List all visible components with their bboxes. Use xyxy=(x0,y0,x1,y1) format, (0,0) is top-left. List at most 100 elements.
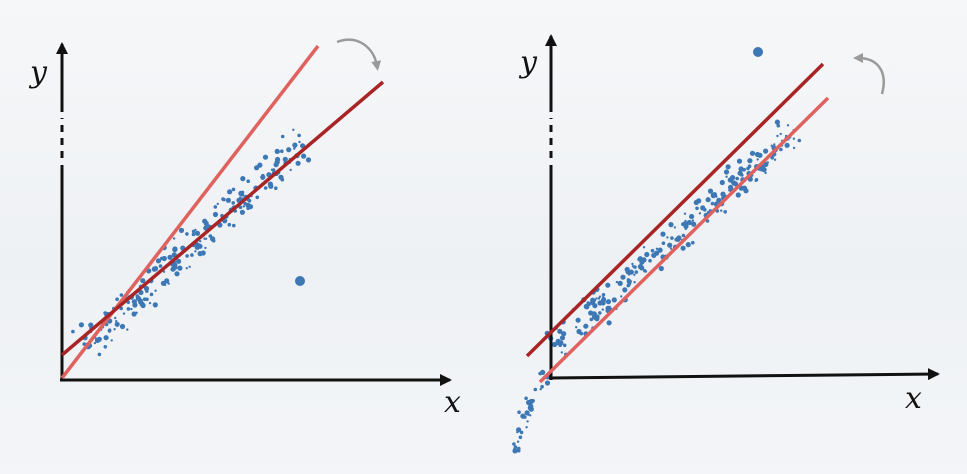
right-scatter-point xyxy=(576,328,582,335)
right-scatter-point xyxy=(786,124,790,127)
right-scatter-point xyxy=(622,287,628,293)
right-scatter-point xyxy=(764,150,767,154)
right-fit-line-with-outlier xyxy=(525,62,825,358)
left-scatter-point xyxy=(115,320,118,323)
right-scatter-point xyxy=(650,248,655,253)
right-scatter-point xyxy=(770,156,774,160)
left-scatter-point xyxy=(174,271,180,277)
right-scatter-point xyxy=(598,311,602,315)
left-scatter-point xyxy=(160,256,164,261)
left-scatter-point xyxy=(240,193,245,197)
left-scatter-point xyxy=(113,328,116,331)
right-scatter-point xyxy=(655,247,659,250)
left-scatter-point xyxy=(283,157,287,162)
left-scatter-point xyxy=(202,218,208,224)
left-scatter-point xyxy=(238,205,243,210)
left-scatter-point xyxy=(212,211,219,218)
left-scatter-point xyxy=(167,282,170,285)
right-scatter-point xyxy=(651,252,657,258)
right-scatter-point xyxy=(681,233,686,238)
left-scatter-point xyxy=(148,301,152,305)
left-scatter-point xyxy=(115,297,119,302)
left-scatter-point xyxy=(103,345,108,349)
left-scatter-point xyxy=(280,149,284,153)
right-scatter-point xyxy=(560,351,563,354)
right-scatter-point xyxy=(626,279,632,285)
right-scatter-point xyxy=(723,169,730,175)
left-scatter-point xyxy=(286,147,292,153)
left-scatter-point xyxy=(278,174,284,180)
right-scatter-point xyxy=(673,226,677,229)
left-scatter-point xyxy=(257,162,263,168)
left-scatter-point xyxy=(103,311,107,315)
right-scatter-point xyxy=(620,274,626,280)
right-scatter-point xyxy=(575,326,578,329)
left-scatter-point xyxy=(271,168,276,172)
right-scatter-point xyxy=(644,270,648,273)
right-scatter-point xyxy=(740,173,744,177)
left-scatter-point xyxy=(292,128,295,131)
left-scatter-point xyxy=(167,254,173,260)
right-scatter-point xyxy=(792,137,796,140)
left-scatter-point xyxy=(199,240,202,243)
left-scatter-point xyxy=(163,283,167,286)
right-scatter-point xyxy=(773,143,776,146)
left-fit-line-without-outlier xyxy=(60,44,320,380)
left-scatter-point xyxy=(97,352,102,357)
left-scatter-point xyxy=(267,173,271,177)
left-scatter-point xyxy=(289,168,292,172)
left-scatter-point xyxy=(114,321,120,327)
left-scatter-point xyxy=(240,176,246,182)
right-scatter-point xyxy=(637,256,643,262)
right-scatter-point xyxy=(725,175,728,178)
left-scatter-point xyxy=(268,183,274,189)
right-scatter-point xyxy=(627,273,631,276)
left-scatter-point xyxy=(260,176,265,180)
left-scatter-point xyxy=(114,316,117,320)
right-scatter-point xyxy=(686,219,693,226)
left-fit-line-with-outlier xyxy=(60,80,385,357)
left-scatter-point xyxy=(204,246,207,250)
left-scatter-point xyxy=(194,244,200,250)
right-scatter-point xyxy=(518,435,523,440)
right-scatter-point xyxy=(698,212,702,215)
left-scatter-point xyxy=(280,134,285,139)
left-scatter-point xyxy=(139,301,145,307)
left-scatter-point xyxy=(292,142,298,148)
right-scatter-point xyxy=(749,150,756,156)
left-scatter-point xyxy=(110,339,113,342)
right-scatter-point xyxy=(598,295,602,298)
right-scatter-point xyxy=(562,343,567,348)
right-scatter-point xyxy=(747,158,753,164)
right-scatter-point xyxy=(725,164,731,170)
left-scatter-point xyxy=(177,265,183,271)
left-scatter-point xyxy=(301,153,307,159)
right-scatter-point xyxy=(584,304,590,310)
left-panel: y x xyxy=(28,38,461,420)
right-scatter-point xyxy=(605,299,612,305)
left-scatter-point xyxy=(103,335,109,341)
left-scatter-point xyxy=(255,195,260,200)
left-scatter-point xyxy=(145,297,149,302)
left-scatter-point xyxy=(305,157,312,163)
right-scatter-point xyxy=(526,399,532,406)
right-scatter-point xyxy=(657,247,663,253)
right-scatter-point xyxy=(779,147,783,152)
right-scatter-point xyxy=(684,219,687,223)
right-scatter-point xyxy=(538,371,542,376)
right-scatter-point xyxy=(710,201,715,206)
right-scatter-point xyxy=(520,413,526,419)
left-scatter-point xyxy=(191,232,196,237)
right-scatter-point xyxy=(634,270,639,274)
left-scatter-point xyxy=(188,265,191,268)
left-scatter-point xyxy=(172,246,178,252)
left-scatter-point xyxy=(126,307,131,311)
right-scatter-point xyxy=(776,134,779,138)
left-scatter-point xyxy=(274,186,278,190)
right-scatter-point xyxy=(517,410,521,415)
right-scatter-point xyxy=(512,448,518,454)
right-scatter-point xyxy=(544,380,551,386)
right-scatter-point xyxy=(642,246,646,249)
right-scatter-point xyxy=(533,387,538,392)
right-fit-line-without-outlier xyxy=(538,96,830,384)
